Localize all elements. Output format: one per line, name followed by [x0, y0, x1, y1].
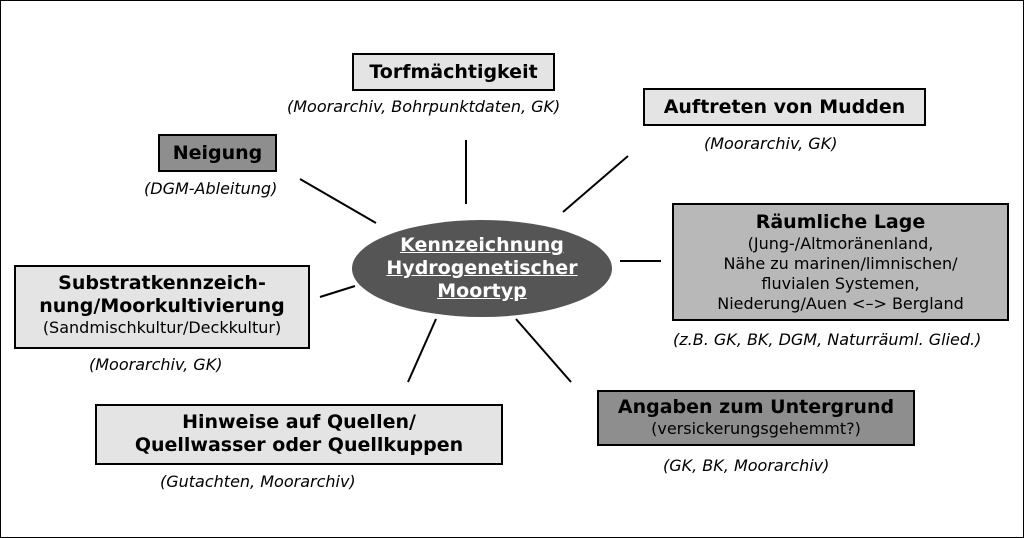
node-substrat: Substratkennzeich- nung/Moorkultivierung…	[14, 265, 310, 349]
connector-substrat	[319, 285, 356, 298]
node-lage-line-2: Nähe zu marinen/limnischen/	[723, 254, 958, 273]
node-lage-title: Räumliche Lage	[755, 211, 926, 233]
center-line-2: Hydrogenetischer	[386, 257, 578, 279]
node-mudden-title: Auftreten von Mudden	[663, 96, 906, 118]
node-substrat-title-1: Substratkennzeich-	[58, 272, 266, 294]
center-line-3: Moortyp	[437, 280, 527, 302]
node-mudden: Auftreten von Mudden	[643, 88, 926, 126]
node-lage-source: (z.B. GK, BK, DGM, Naturräuml. Glied.)	[673, 330, 982, 349]
node-quellen-source: (Gutachten, Moorarchiv)	[160, 472, 356, 491]
connector-quellen	[407, 318, 437, 383]
node-raeumliche-lage: Räumliche Lage (Jung-/Altmoränenland, Nä…	[672, 203, 1009, 321]
node-untergrund: Angaben zum Untergrund (versickerungsgeh…	[597, 390, 915, 446]
center-line-1: Kennzeichnung	[400, 234, 564, 256]
node-substrat-title-2: nung/Moorkultivierung	[39, 295, 285, 317]
node-neigung: Neigung	[158, 134, 277, 172]
node-torf-source: (Moorarchiv, Bohrpunktdaten, GK)	[287, 97, 561, 116]
node-torf-title: Torfmächtigkeit	[369, 61, 538, 83]
node-quellen-title-1: Hinweise auf Quellen/	[182, 411, 416, 433]
node-substrat-sub: (Sandmischkultur/Deckkultur)	[42, 318, 282, 337]
node-neigung-title: Neigung	[172, 142, 263, 164]
node-untergrund-sub: (versickerungsgehemmt?)	[651, 419, 861, 438]
center-node: Kennzeichnung Hydrogenetischer Moortyp	[352, 220, 612, 317]
node-untergrund-title: Angaben zum Untergrund	[617, 396, 895, 418]
node-lage-line-1: (Jung-/Altmoränenland,	[747, 234, 934, 253]
connector-mudden	[562, 155, 629, 213]
node-lage-line-4: Niederung/Auen <–> Bergland	[717, 294, 964, 313]
connector-neigung	[299, 178, 377, 224]
center-label: Kennzeichnung Hydrogenetischer Moortyp	[386, 234, 577, 303]
node-untergrund-source: (GK, BK, Moorarchiv)	[663, 456, 830, 475]
connector-untergrund	[515, 318, 572, 383]
node-lage-line-3: fluvialen Systemen,	[761, 274, 920, 293]
node-neigung-source: (DGM-Ableitung)	[144, 179, 278, 198]
node-torfmaechtigkeit: Torfmächtigkeit	[352, 53, 555, 91]
node-quellen: Hinweise auf Quellen/ Quellwasser oder Q…	[95, 404, 503, 465]
node-substrat-source: (Moorarchiv, GK)	[89, 355, 223, 374]
node-mudden-source: (Moorarchiv, GK)	[704, 134, 838, 153]
node-quellen-title-2: Quellwasser oder Quellkuppen	[134, 434, 464, 456]
